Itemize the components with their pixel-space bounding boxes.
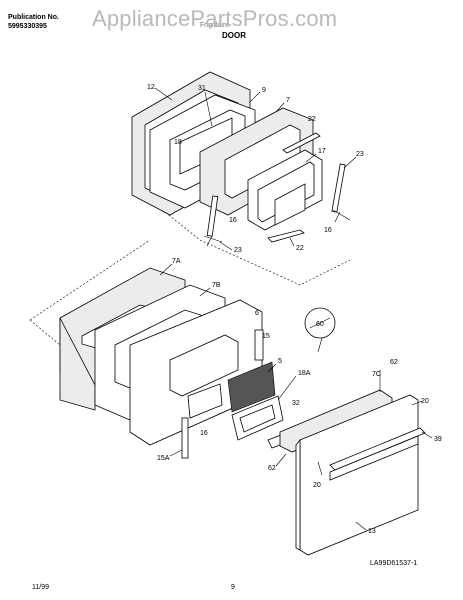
- inner-panel-6: [129, 299, 263, 446]
- callout-7c: 7C: [372, 371, 381, 378]
- outer-door-13: [295, 394, 419, 556]
- callout-32: 32: [292, 400, 300, 407]
- vent-5: [227, 361, 276, 413]
- screw-20-lower: [317, 461, 323, 476]
- footer-date: 11/99: [32, 584, 49, 591]
- hinge-23-left: [203, 195, 223, 247]
- strip-22-top: [282, 132, 321, 154]
- callout-7b: 7B: [212, 282, 221, 289]
- callout-6: 6: [255, 310, 259, 317]
- frame-16: [187, 383, 223, 419]
- callout-16-right: 16: [324, 227, 332, 234]
- publication-label: Publication No.: [8, 14, 59, 21]
- callout-62-bottom: 62: [268, 465, 276, 472]
- callout-15a: 15A: [157, 455, 170, 462]
- callout-13: 13: [368, 528, 376, 535]
- diagram-code: LA99D61537-1: [370, 560, 418, 567]
- hinge-23-right: [331, 163, 351, 223]
- middle-boundary-left: [29, 239, 151, 321]
- callout-62-top: 62: [390, 359, 398, 366]
- section-title: DOOR: [222, 31, 246, 40]
- page-number: 9: [231, 584, 235, 591]
- callout-22-bottom: 22: [296, 245, 304, 252]
- watermark: AppliancePartsPros.com: [92, 6, 338, 31]
- callout-17: 17: [318, 148, 326, 155]
- callout-16-left: 16: [229, 217, 237, 224]
- upper-boundary-line: [149, 199, 351, 286]
- callout-23-left: 23: [234, 247, 242, 254]
- screw-20-upper: [411, 400, 423, 406]
- handle-39: [329, 427, 426, 481]
- callout-31: 31: [198, 85, 206, 92]
- callout-60: 60: [316, 321, 324, 328]
- callout-7a: 7A: [172, 258, 181, 265]
- callout-16-middle: 16: [200, 430, 208, 437]
- callout-20-bottom: 20: [313, 482, 321, 489]
- screw-detail-60: [304, 307, 336, 353]
- callout-5: 5: [278, 358, 282, 365]
- brand-name: Frigidaire: [200, 22, 230, 29]
- callout-18a: 18A: [298, 370, 311, 377]
- callout-15: 15: [262, 333, 270, 340]
- callout-12: 12: [147, 84, 155, 91]
- screw-31: [204, 91, 213, 127]
- callout-7: 7: [286, 97, 290, 104]
- callout-20-right: 20: [421, 398, 429, 405]
- callout-22-top: 22: [308, 116, 316, 123]
- bracket-15: [254, 329, 264, 361]
- publication-number: 5995330395: [8, 23, 47, 30]
- callout-18: 18: [174, 139, 182, 146]
- callout-23-right: 23: [356, 151, 364, 158]
- callout-39: 39: [434, 436, 442, 443]
- channel-17: [247, 149, 323, 231]
- strip-22-bottom: [267, 229, 305, 243]
- bracket-15a: [181, 417, 189, 459]
- callout-9: 9: [262, 87, 266, 94]
